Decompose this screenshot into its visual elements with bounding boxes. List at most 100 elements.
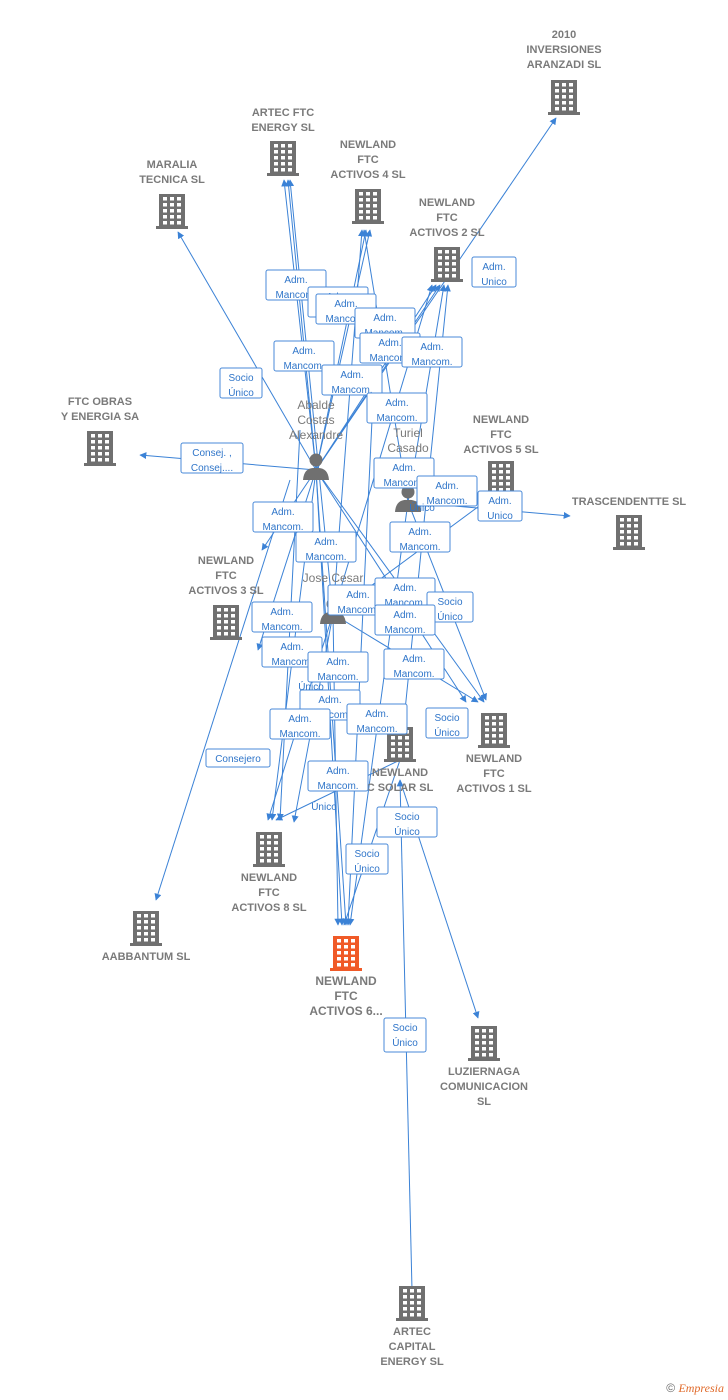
relation-label: Adm.Mancom. [321, 364, 383, 396]
obscured-label-fragment: Único [298, 680, 324, 693]
company-building-icon[interactable] [84, 431, 116, 466]
company-building-icon[interactable] [431, 247, 463, 282]
relation-edge [315, 117, 557, 471]
relation-label: Adm.Mancom. [252, 501, 314, 533]
svg-text:Adm.Mancom.: Adm.Mancom. [384, 583, 425, 609]
relation-label: Adm.Mancom. [366, 392, 428, 424]
footer-credit: © Empresia [666, 1381, 724, 1396]
relation-edge [361, 229, 409, 503]
svg-text:Adm.Mancom.: Adm.Mancom. [262, 507, 303, 533]
svg-text:Adm.Mancom.: Adm.Mancom. [383, 463, 424, 489]
company-building-icon[interactable] [210, 605, 242, 640]
svg-text:Adm.Mancom.: Adm.Mancom. [331, 370, 372, 396]
company-building-icon[interactable] [156, 194, 188, 229]
relation-label: Adm.Mancom. [261, 636, 323, 668]
company-building-icon[interactable] [253, 832, 285, 867]
relation-edge [281, 179, 317, 471]
relation-edge [154, 479, 291, 901]
person-name[interactable]: Jose Cesar [303, 571, 364, 585]
company-building-icon[interactable] [468, 1026, 500, 1061]
svg-text:Adm.Mancom.: Adm.Mancom. [325, 299, 366, 325]
svg-text:Adm.Mancom.: Adm.Mancom. [279, 714, 320, 740]
svg-text:Adm.Mancom.: Adm.Mancom. [393, 654, 434, 680]
svg-text:Adm.Mancom.: Adm.Mancom. [271, 642, 312, 668]
obscured-label-fragment: Único [311, 800, 337, 813]
svg-text:Adm.Mancom.: Adm.Mancom. [376, 398, 417, 424]
relation-edge [177, 231, 317, 471]
company-name[interactable]: TRASCENDENTTE SL [572, 496, 687, 508]
company-building-icon[interactable] [396, 1286, 428, 1321]
relation-edge [285, 179, 317, 471]
relation-label: Adm.Mancom. [374, 604, 436, 636]
company-building-icon[interactable] [478, 713, 510, 748]
relation-label: Adm.Mancom. [401, 336, 463, 368]
obscured-label-fragment: Único [409, 501, 435, 514]
svg-text:Adm.Mancom.: Adm.Mancom. [317, 766, 358, 792]
relation-label: Adm.Mancom. [346, 703, 408, 735]
svg-text:Adm.Mancom.: Adm.Mancom. [337, 590, 378, 616]
svg-text:Consej. ,Consej....: Consej. ,Consej.... [191, 448, 233, 474]
svg-text:Adm.Mancom.: Adm.Mancom. [426, 481, 467, 507]
relation-label: Adm.Mancom. [383, 648, 445, 680]
company-building-icon[interactable] [130, 911, 162, 946]
svg-text:Adm.Mancom.: Adm.Mancom. [369, 338, 410, 364]
relation-label: Adm.Mancom. [307, 651, 369, 683]
company-building-icon[interactable] [267, 141, 299, 176]
relation-label: Adm.Mancom. [327, 584, 389, 616]
company-name[interactable]: AABBANTUM SL [102, 951, 191, 963]
main-company-building-icon[interactable] [330, 936, 362, 971]
brand-logo-text[interactable]: Empresia [678, 1381, 724, 1395]
svg-text:Adm.Mancom.: Adm.Mancom. [283, 346, 324, 372]
relation-label: Adm.Mancom. [307, 760, 369, 792]
relation-label: Adm.Mancom. [273, 340, 335, 372]
svg-text:Adm.Mancom.: Adm.Mancom. [384, 610, 425, 636]
edge-labels: Adm.Mancom.Adm.Mancom.Adm.Mancom.Adm.Man… [180, 256, 523, 1053]
relation-label: Adm.Unico [477, 490, 523, 522]
relation-label: Adm.Mancom. [416, 475, 478, 507]
person-icon[interactable] [395, 485, 421, 513]
relation-label: Adm.Mancom. [295, 531, 357, 563]
person-icon[interactable] [303, 453, 329, 481]
company-building-icon[interactable] [548, 80, 580, 115]
svg-text:Adm.Mancom.: Adm.Mancom. [356, 709, 397, 735]
company-building-icon[interactable] [613, 515, 645, 550]
svg-text:Adm.Mancom.: Adm.Mancom. [305, 537, 346, 563]
relation-label: Adm.Mancom. [374, 577, 436, 609]
relation-label: Adm.Mancom. [251, 601, 313, 633]
relation-label: Adm.Mancom. [269, 708, 331, 740]
relation-edge [315, 229, 369, 471]
svg-text:Adm.Mancom.: Adm.Mancom. [399, 527, 440, 553]
relation-edge [315, 229, 373, 471]
company-building-icon[interactable] [352, 189, 384, 224]
svg-text:Consejero: Consejero [215, 754, 261, 765]
copyright-symbol: © [666, 1381, 676, 1395]
